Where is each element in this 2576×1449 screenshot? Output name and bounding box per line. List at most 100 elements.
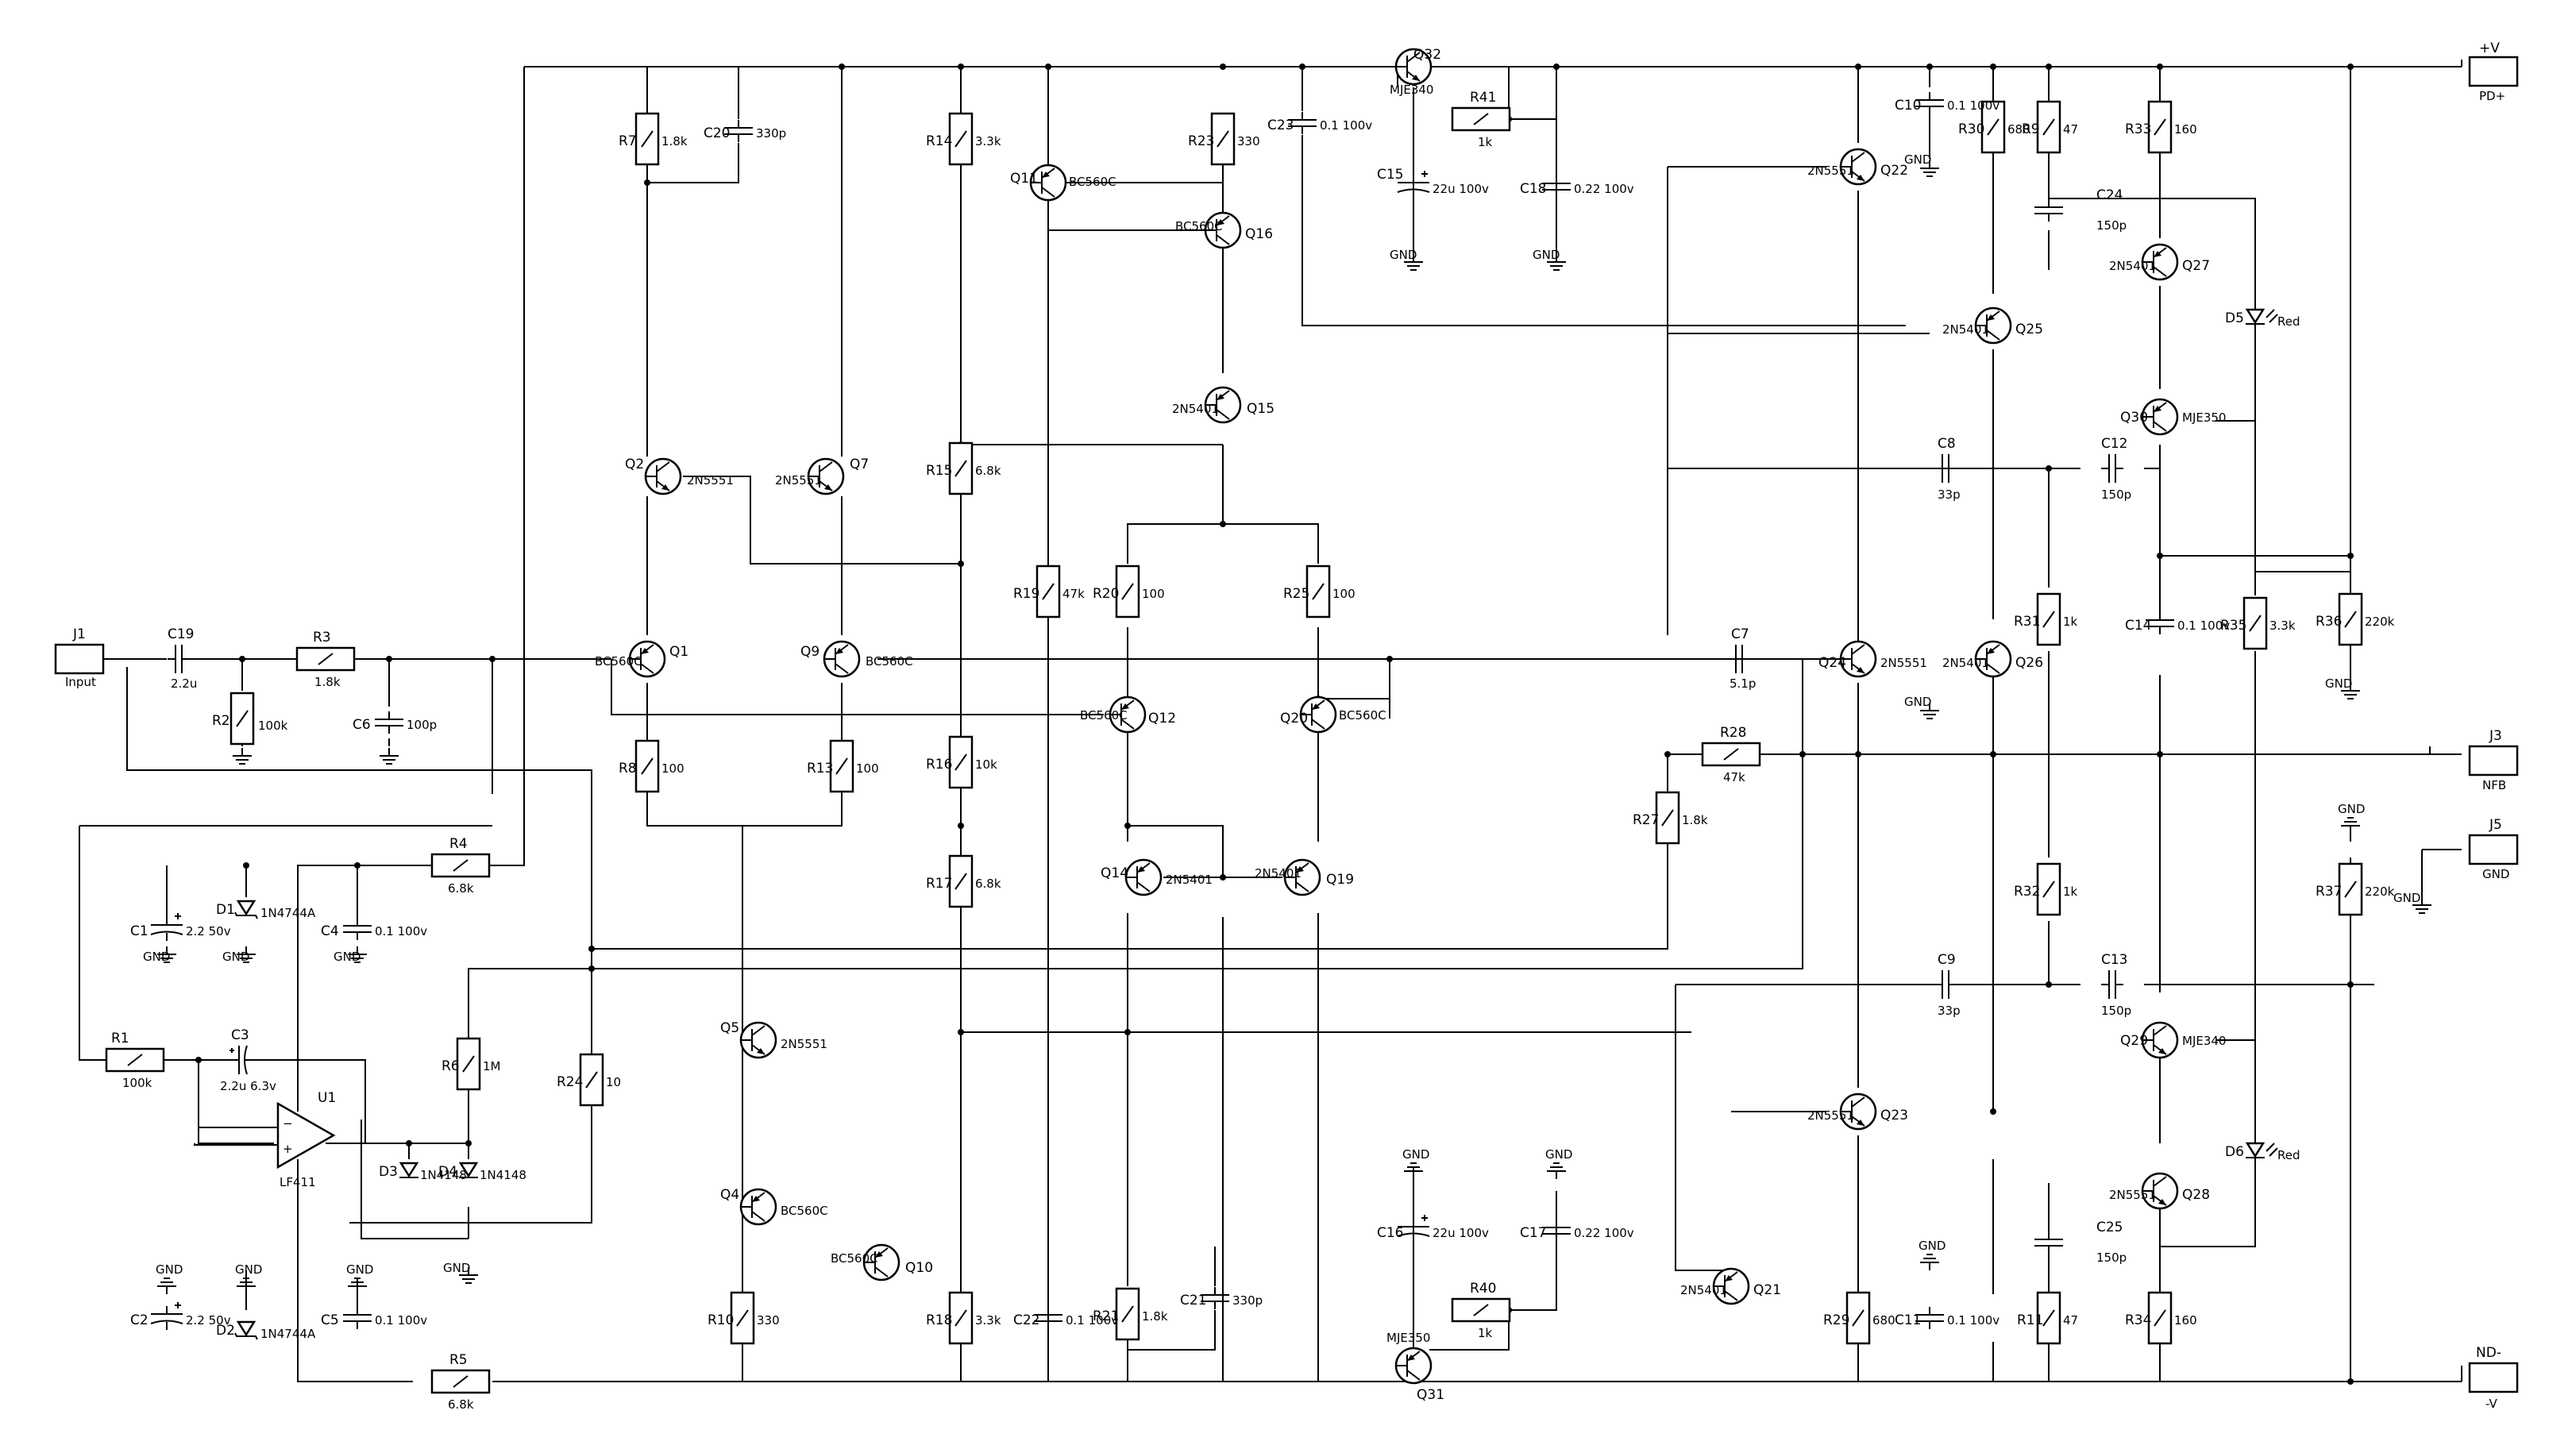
- svg-text:0.1 100v: 0.1 100v: [1947, 98, 1999, 113]
- svg-text:GND: GND: [443, 1261, 470, 1275]
- svg-text:BC560C: BC560C: [1339, 708, 1386, 723]
- svg-text:1.8k: 1.8k: [1682, 813, 1708, 827]
- svg-text:C14: C14: [2125, 618, 2152, 634]
- svg-text:R11: R11: [2017, 1312, 2043, 1328]
- svg-text:2N5551: 2N5551: [1880, 656, 1927, 670]
- svg-text:BC560C: BC560C: [1080, 708, 1128, 723]
- svg-text:Q20: Q20: [1280, 711, 1308, 726]
- svg-text:2N5401: 2N5401: [2109, 259, 2156, 273]
- resistor-r5: R56.8k: [430, 1352, 491, 1412]
- svg-text:33p: 33p: [1938, 487, 1961, 502]
- svg-text:C22: C22: [1013, 1312, 1040, 1328]
- resistor-r13: R13 100: [807, 739, 879, 793]
- svg-text:BC560C: BC560C: [781, 1204, 828, 1218]
- svg-text:R8: R8: [619, 761, 637, 777]
- svg-text:BC560C: BC560C: [831, 1251, 878, 1266]
- transistor-q22: Q22 2N5551: [1807, 148, 1908, 186]
- svg-text:2N5401: 2N5401: [1942, 656, 1989, 670]
- svg-text:1N4148: 1N4148: [420, 1168, 467, 1182]
- svg-text:150p: 150p: [2101, 487, 2131, 502]
- svg-text:22u 100v: 22u 100v: [1433, 182, 1489, 196]
- svg-text:GND: GND: [156, 1262, 183, 1277]
- svg-text:100: 100: [856, 761, 879, 776]
- svg-text:1k: 1k: [1478, 1326, 1493, 1340]
- svg-text:Q12: Q12: [1148, 711, 1176, 726]
- svg-text:5.1p: 5.1p: [1730, 676, 1756, 691]
- capacitor-c3: C32.2u 6.3v: [220, 1027, 276, 1093]
- svg-text:3.3k: 3.3k: [975, 1313, 1001, 1328]
- connector-j3: J3 NFB: [2468, 728, 2519, 792]
- svg-text:100k: 100k: [258, 719, 288, 733]
- svg-text:R32: R32: [2014, 884, 2040, 900]
- svg-text:R7: R7: [619, 133, 637, 149]
- svg-text:C3: C3: [231, 1027, 249, 1043]
- svg-text:C16: C16: [1377, 1225, 1404, 1241]
- svg-text:R37: R37: [2316, 884, 2342, 900]
- svg-text:R6: R6: [442, 1058, 460, 1074]
- svg-text:R35: R35: [2220, 618, 2246, 634]
- connector-j1: J1 Input: [54, 626, 105, 689]
- svg-text:Red: Red: [2277, 1148, 2300, 1162]
- svg-text:R27: R27: [1633, 812, 1659, 828]
- svg-text:0.22 100v: 0.22 100v: [1574, 1226, 1634, 1240]
- svg-text:6.8k: 6.8k: [975, 877, 1001, 891]
- svg-text:2.2 50v: 2.2 50v: [186, 924, 231, 938]
- svg-text:Q27: Q27: [2182, 258, 2210, 274]
- svg-text:Q22: Q22: [1880, 163, 1908, 179]
- svg-text:Q29: Q29: [2120, 1033, 2148, 1049]
- svg-text:0.22 100v: 0.22 100v: [1574, 182, 1634, 196]
- svg-text:3.3k: 3.3k: [975, 134, 1001, 148]
- svg-text:2N5401: 2N5401: [1166, 873, 1213, 887]
- svg-text:GND: GND: [334, 950, 361, 964]
- svg-text:47k: 47k: [1062, 587, 1085, 601]
- svg-text:R5: R5: [449, 1352, 468, 1368]
- svg-text:2N5551: 2N5551: [1807, 164, 1854, 178]
- svg-text:C25: C25: [2096, 1220, 2123, 1235]
- svg-text:47k: 47k: [1723, 770, 1745, 784]
- svg-text:GND: GND: [2338, 802, 2365, 816]
- svg-text:2N5401: 2N5401: [1680, 1283, 1727, 1297]
- svg-text:C19: C19: [168, 626, 195, 642]
- svg-text:C6: C6: [353, 717, 371, 733]
- svg-text:2N5401: 2N5401: [1172, 402, 1219, 416]
- svg-text:1N4744A: 1N4744A: [260, 906, 316, 920]
- svg-text:100: 100: [1142, 587, 1165, 601]
- svg-text:R13: R13: [807, 761, 833, 777]
- svg-text:MJE350: MJE350: [2182, 410, 2226, 425]
- svg-text:R23: R23: [1188, 133, 1214, 149]
- svg-text:1N4744A: 1N4744A: [260, 1327, 316, 1341]
- svg-text:−: −: [283, 1116, 293, 1131]
- junction-dots: [195, 64, 2354, 1385]
- svg-text:150p: 150p: [2096, 218, 2127, 233]
- svg-text:0.1 100v: 0.1 100v: [375, 924, 427, 938]
- svg-text:BC560C: BC560C: [1069, 175, 1116, 189]
